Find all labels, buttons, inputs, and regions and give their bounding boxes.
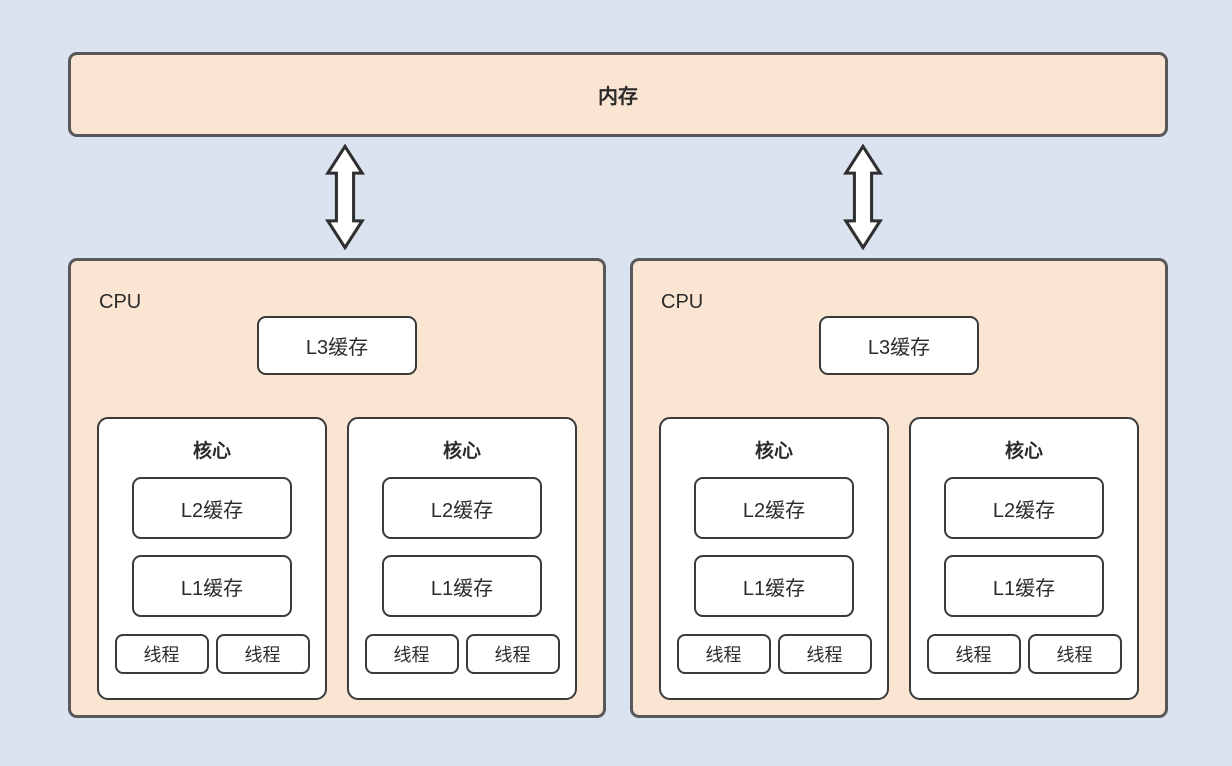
l2-cache-label: L2缓存	[742, 499, 806, 522]
l2-cache-label: L2缓存	[992, 499, 1056, 522]
l2-cache-box: L2缓存	[132, 477, 292, 539]
thread-box: 线程	[777, 634, 872, 674]
thread-box: 线程	[215, 634, 310, 674]
l1-cache-label: L1缓存	[742, 577, 806, 600]
l3-cache-label: L3缓存	[867, 337, 931, 359]
thread-label: 线程	[705, 645, 742, 665]
l2-cache-box: L2缓存	[694, 477, 854, 539]
core-title: 核心	[754, 441, 793, 462]
memory-box: 内存	[68, 52, 1168, 137]
thread-box: 线程	[465, 634, 560, 674]
memory-label: 内存	[598, 86, 638, 108]
thread-label: 线程	[143, 645, 180, 665]
threads-row: 线程 线程	[364, 634, 560, 674]
bidirectional-arrow-left-icon	[325, 144, 365, 250]
cpu-label: CPU	[661, 291, 704, 313]
core-title: 核心	[1004, 441, 1043, 462]
cpu-box-2: CPU L3缓存 核心 L2缓存 L1缓存 线程 线程	[630, 258, 1168, 718]
cores-row: 核心 L2缓存 L1缓存 线程 线程 核心	[633, 417, 1165, 700]
thread-label: 线程	[244, 645, 281, 665]
thread-box: 线程	[114, 634, 209, 674]
l3-cache-box: L3缓存	[257, 316, 417, 375]
thread-label: 线程	[393, 645, 430, 665]
core-title: 核心	[192, 441, 231, 462]
thread-label: 线程	[955, 645, 992, 665]
core-box: 核心 L2缓存 L1缓存 线程 线程	[97, 417, 327, 700]
thread-label: 线程	[1056, 645, 1093, 665]
cpu-label: CPU	[99, 291, 142, 313]
l1-cache-box: L1缓存	[694, 555, 854, 617]
l1-cache-box: L1缓存	[944, 555, 1104, 617]
thread-box: 线程	[1027, 634, 1122, 674]
cpu-box-1: CPU L3缓存 核心 L2缓存 L1缓存 线程 线程	[68, 258, 606, 718]
l3-cache-label: L3缓存	[305, 337, 369, 359]
core-box: 核心 L2缓存 L1缓存 线程 线程	[659, 417, 889, 700]
thread-label: 线程	[494, 645, 531, 665]
core-box: 核心 L2缓存 L1缓存 线程 线程	[347, 417, 577, 700]
bidirectional-arrow-right-icon	[843, 144, 883, 250]
core-box: 核心 L2缓存 L1缓存 线程 线程	[909, 417, 1139, 700]
threads-row: 线程 线程	[676, 634, 872, 674]
l1-cache-label: L1缓存	[430, 577, 494, 600]
l1-cache-label: L1缓存	[180, 577, 244, 600]
l1-cache-box: L1缓存	[382, 555, 542, 617]
threads-row: 线程 线程	[114, 634, 310, 674]
l1-cache-box: L1缓存	[132, 555, 292, 617]
thread-box: 线程	[676, 634, 771, 674]
l1-cache-label: L1缓存	[992, 577, 1056, 600]
threads-row: 线程 线程	[926, 634, 1122, 674]
l2-cache-box: L2缓存	[382, 477, 542, 539]
l2-cache-label: L2缓存	[430, 499, 494, 522]
l2-cache-box: L2缓存	[944, 477, 1104, 539]
thread-label: 线程	[806, 645, 843, 665]
l3-cache-box: L3缓存	[819, 316, 979, 375]
cores-row: 核心 L2缓存 L1缓存 线程 线程 核心	[71, 417, 603, 700]
thread-box: 线程	[364, 634, 459, 674]
thread-box: 线程	[926, 634, 1021, 674]
core-title: 核心	[442, 441, 481, 462]
l2-cache-label: L2缓存	[180, 499, 244, 522]
